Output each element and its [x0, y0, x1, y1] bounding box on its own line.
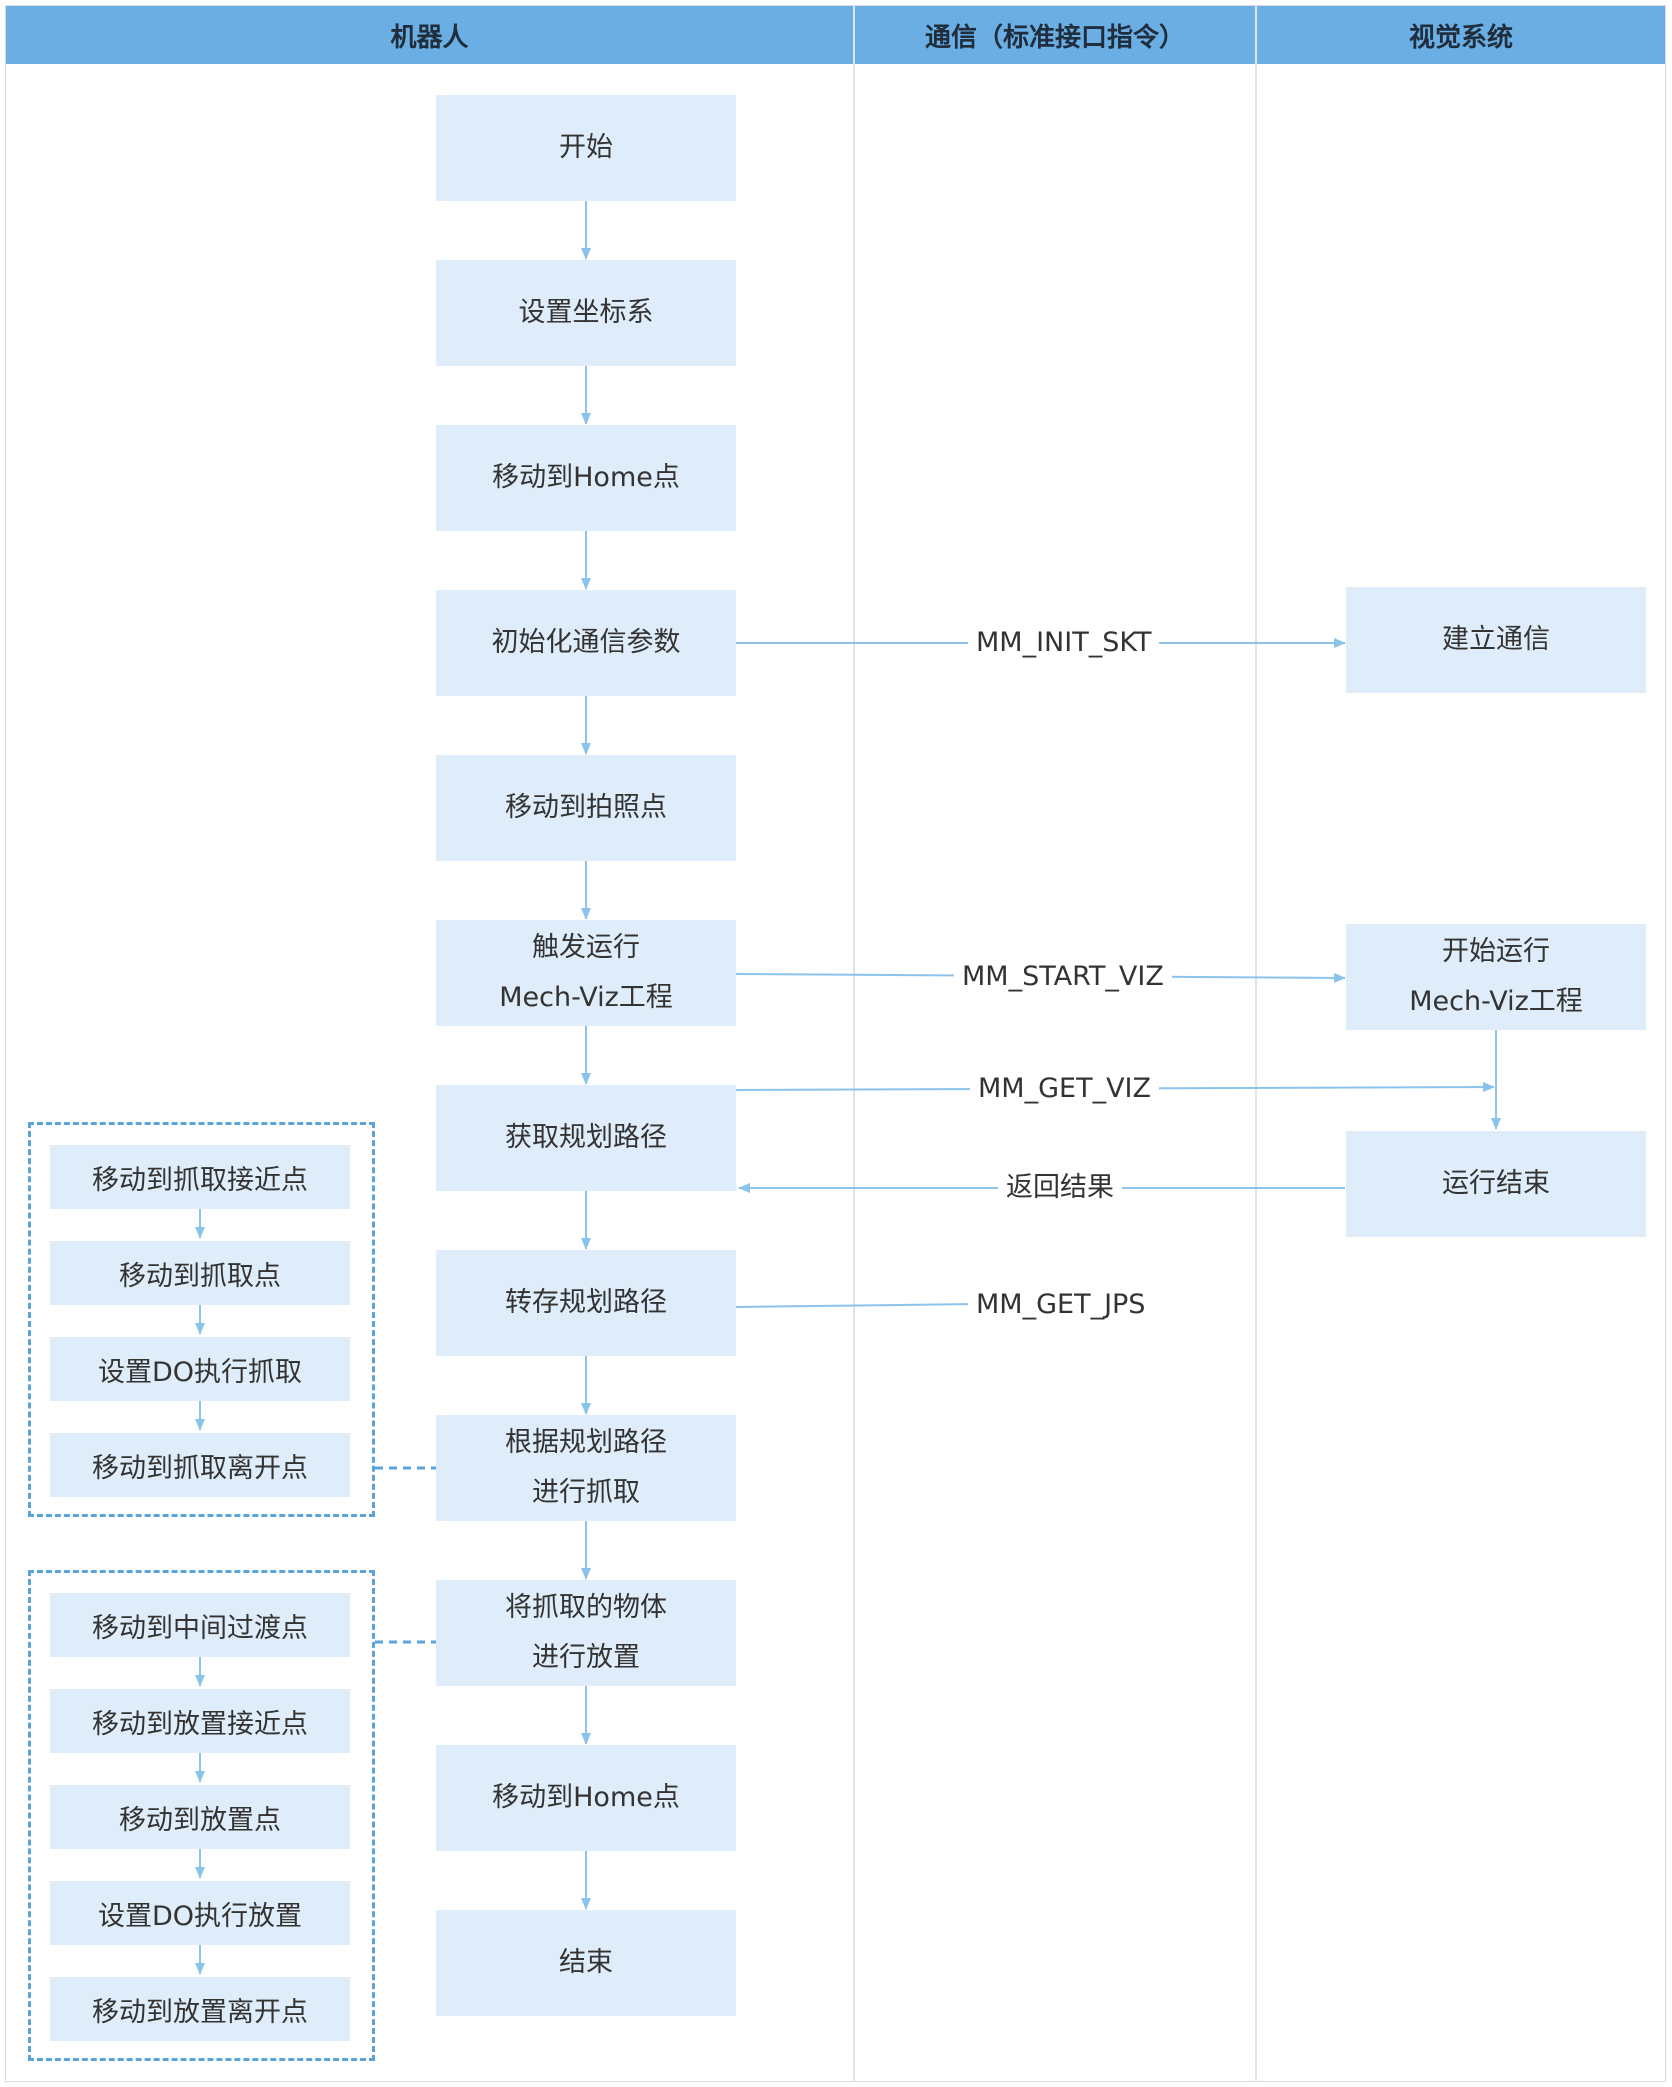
node-init-communication: 初始化通信参数	[436, 590, 736, 696]
place-step-label: 移动到放置接近点	[92, 1708, 308, 1740]
pick-step-label: 移动到抓取接近点	[92, 1164, 308, 1196]
lane-header-vision: 视觉系统	[1257, 6, 1665, 64]
diagram-frame	[5, 5, 1666, 2082]
place-step-label: 移动到放置离开点	[92, 1996, 308, 2028]
msg-label-init-skt: MM_INIT_SKT	[968, 626, 1160, 660]
node-trigger-viz-line2: Mech-Viz工程	[499, 982, 673, 1013]
place-step-label: 移动到中间过渡点	[92, 1612, 308, 1644]
pick-step: 移动到抓取点	[50, 1241, 350, 1305]
node-init-communication-label: 初始化通信参数	[491, 627, 681, 658]
msg-label-return-result: 返回结果	[998, 1171, 1122, 1205]
pick-step: 设置DO执行抓取	[50, 1337, 350, 1401]
pick-step-label: 移动到抓取点	[119, 1260, 281, 1292]
msg-line-get-jps	[735, 1303, 979, 1308]
node-move-home-end-label: 移动到Home点	[492, 1782, 680, 1813]
node-run-finished: 运行结束	[1346, 1131, 1646, 1237]
place-step: 移动到放置点	[50, 1785, 350, 1849]
node-trigger-viz: 触发运行 Mech-Viz工程	[436, 920, 736, 1026]
node-establish-communication: 建立通信	[1346, 587, 1646, 693]
place-step: 移动到放置离开点	[50, 1977, 350, 2041]
pick-step-label: 设置DO执行抓取	[97, 1356, 303, 1388]
node-end: 结束	[436, 1910, 736, 2016]
node-get-path: 获取规划路径	[436, 1085, 736, 1191]
pick-step-label: 移动到抓取离开点	[92, 1452, 308, 1484]
node-place-line1: 将抓取的物体	[505, 1592, 667, 1623]
place-step-label: 移动到放置点	[119, 1804, 281, 1836]
node-establish-communication-label: 建立通信	[1442, 624, 1550, 655]
node-place: 将抓取的物体 进行放置	[436, 1580, 736, 1686]
node-trigger-viz-line1: 触发运行	[532, 932, 640, 963]
node-store-path: 转存规划路径	[436, 1250, 736, 1356]
place-steps-group	[28, 1570, 375, 2061]
node-move-capture-point: 移动到拍照点	[436, 755, 736, 861]
node-end-label: 结束	[559, 1947, 613, 1978]
node-start-viz: 开始运行 Mech-Viz工程	[1346, 924, 1646, 1030]
node-start-viz-line1: 开始运行	[1442, 936, 1550, 967]
pick-step: 移动到抓取离开点	[50, 1433, 350, 1497]
pick-steps-group	[28, 1122, 375, 1517]
msg-label-start-viz: MM_START_VIZ	[954, 960, 1172, 994]
node-start: 开始	[436, 95, 736, 201]
msg-label-get-jps: MM_GET_JPS	[968, 1288, 1154, 1322]
node-move-capture-point-label: 移动到拍照点	[505, 792, 667, 823]
lane-header-robot: 机器人	[6, 6, 853, 64]
lane-header-communication: 通信（标准接口指令）	[855, 6, 1255, 64]
lane-separator-1	[853, 6, 855, 2082]
node-store-path-label: 转存规划路径	[505, 1287, 667, 1318]
place-step-label: 设置DO执行放置	[97, 1900, 303, 1932]
msg-label-get-viz: MM_GET_VIZ	[970, 1072, 1159, 1106]
pick-step: 移动到抓取接近点	[50, 1145, 350, 1209]
node-start-label: 开始	[559, 132, 613, 163]
node-move-home: 移动到Home点	[436, 425, 736, 531]
node-set-coordinate-system: 设置坐标系	[436, 260, 736, 366]
node-place-line2: 进行放置	[532, 1642, 640, 1673]
node-get-path-label: 获取规划路径	[505, 1122, 667, 1153]
node-run-finished-label: 运行结束	[1442, 1168, 1550, 1199]
place-step: 设置DO执行放置	[50, 1881, 350, 1945]
node-move-home-end: 移动到Home点	[436, 1745, 736, 1851]
place-step: 移动到放置接近点	[50, 1689, 350, 1753]
node-move-home-label: 移动到Home点	[492, 462, 680, 493]
node-set-coordinate-system-label: 设置坐标系	[518, 297, 654, 328]
lane-separator-2	[1255, 6, 1257, 2082]
node-pick-line2: 进行抓取	[532, 1477, 640, 1508]
node-pick-line1: 根据规划路径	[505, 1427, 667, 1458]
node-start-viz-line2: Mech-Viz工程	[1409, 986, 1583, 1017]
node-pick: 根据规划路径 进行抓取	[436, 1415, 736, 1521]
place-step: 移动到中间过渡点	[50, 1593, 350, 1657]
